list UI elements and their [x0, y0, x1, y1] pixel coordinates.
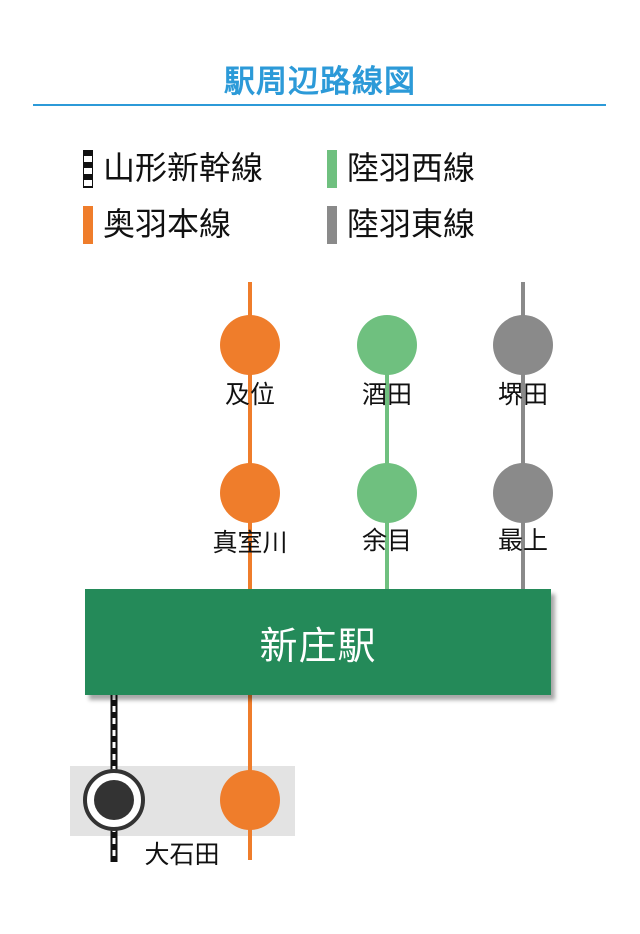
legend-label: 陸羽西線 [347, 149, 476, 187]
legend-label: 陸羽東線 [347, 205, 476, 243]
page-title: 駅周辺路線図 [224, 64, 416, 100]
station-dot-oishida[interactable] [220, 770, 280, 830]
station-label-amarume: 余目 [361, 526, 412, 555]
station-dot-oishida-shinkansen-core [94, 780, 134, 820]
station-dot-mamurogawa[interactable] [220, 463, 280, 523]
title-divider [33, 104, 606, 106]
legend-swatch-rikuu-west [327, 150, 337, 188]
main-station-shinjo[interactable]: 新庄駅 [85, 589, 551, 695]
legend-label: 山形新幹線 [103, 149, 264, 187]
station-label-oi: 及位 [224, 380, 275, 409]
station-dot-sakata[interactable] [357, 315, 417, 375]
station-label-sakaida: 堺田 [497, 380, 548, 409]
legend-swatch-shinkansen [83, 150, 93, 188]
station-dot-sakaida[interactable] [493, 315, 553, 375]
legend-label: 奥羽本線 [103, 205, 232, 243]
station-dot-oi[interactable] [220, 315, 280, 375]
station-dot-amarume[interactable] [357, 463, 417, 523]
station-label-mamurogawa: 真室川 [212, 528, 288, 557]
station-dot-mogami[interactable] [493, 463, 553, 523]
station-label-oishida: 大石田 [144, 840, 220, 869]
legend-swatch-ou-main [83, 206, 93, 244]
main-station-label: 新庄駅 [259, 623, 377, 668]
station-label-sakata: 酒田 [361, 380, 412, 409]
station-label-mogami: 最上 [497, 526, 548, 555]
legend-swatch-rikuu-east [327, 206, 337, 244]
